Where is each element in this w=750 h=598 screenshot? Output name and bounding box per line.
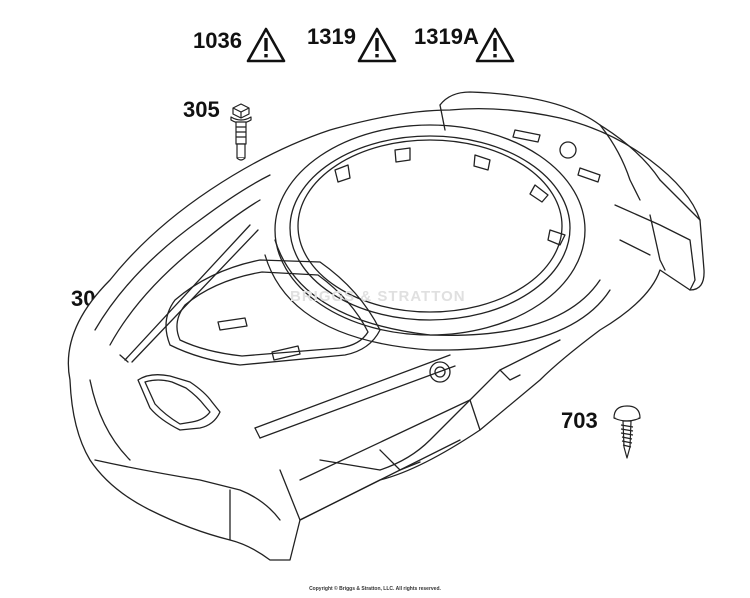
- bolt-icon: [230, 103, 252, 161]
- callout-305: 305: [183, 97, 220, 122]
- warning-triangle-icon: [475, 27, 515, 63]
- callout-1319a: 1319A: [414, 24, 479, 49]
- blower-housing-shroud: [67, 91, 705, 561]
- watermark: BRIGGS & STRATTON: [290, 288, 466, 305]
- callout-1036: 1036: [193, 28, 242, 53]
- warning-triangle-icon: [357, 27, 397, 63]
- callout-1319: 1319: [307, 24, 356, 49]
- callout-703: 703: [561, 408, 598, 433]
- warning-triangle-icon: [246, 27, 286, 63]
- copyright-notice: Copyright © Briggs & Stratton, LLC. All …: [309, 586, 441, 592]
- screw-icon: [613, 405, 641, 459]
